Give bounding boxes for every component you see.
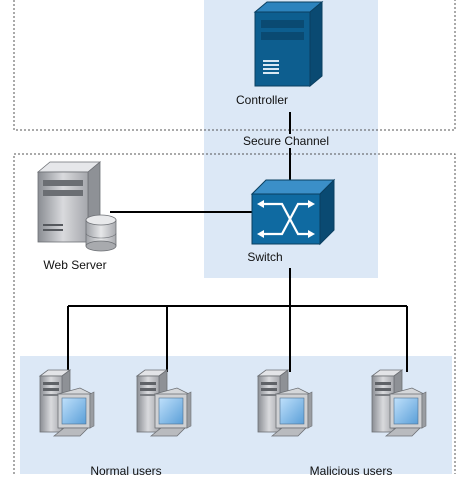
web-server-label: Web Server bbox=[43, 258, 107, 272]
switch-label: Switch bbox=[247, 250, 283, 264]
normal-users-label: Normal users bbox=[90, 464, 162, 478]
web-server-icon bbox=[36, 161, 117, 252]
secure-channel-label: Secure Channel bbox=[239, 134, 333, 148]
server-tower-icon bbox=[253, 0, 324, 88]
data-plane-border bbox=[13, 153, 456, 474]
network-switch-icon bbox=[250, 178, 336, 246]
controller-label: Controller bbox=[235, 93, 289, 107]
control-plane-border bbox=[13, 0, 456, 131]
malicious-users-label: Malicious users bbox=[309, 464, 393, 478]
